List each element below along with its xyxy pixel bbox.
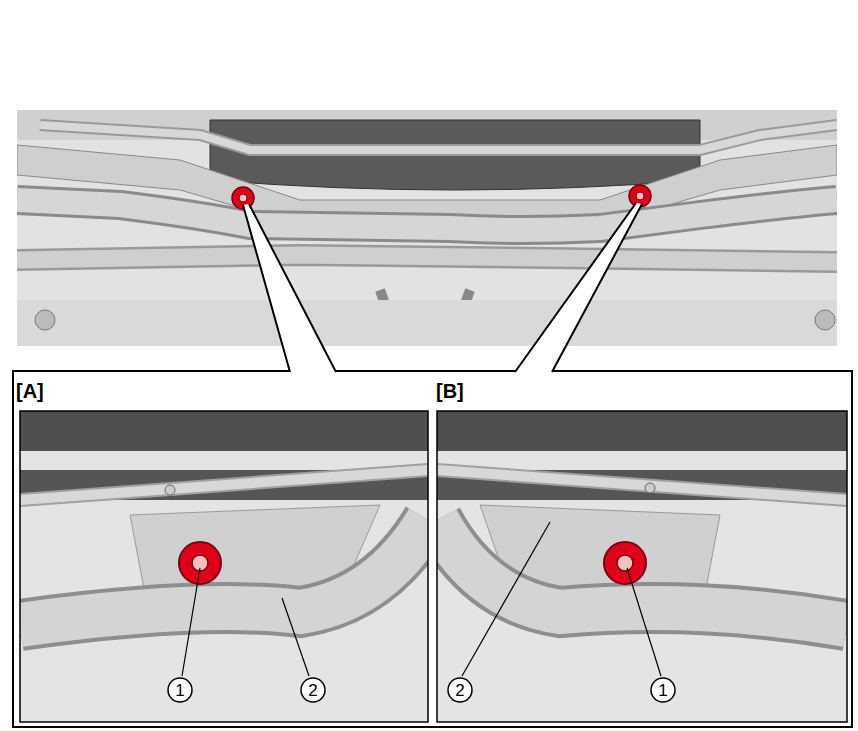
- detail-a-view: [20, 411, 428, 722]
- overview-view: [17, 110, 837, 346]
- panel-label: [B]: [436, 381, 464, 401]
- panel-label: [A]: [16, 381, 44, 401]
- detail-b-view: [437, 411, 847, 722]
- callout-number: 2: [301, 678, 325, 702]
- callout-number: 1: [651, 678, 675, 702]
- callout-number: 1: [168, 678, 192, 702]
- callout-number: 2: [448, 678, 472, 702]
